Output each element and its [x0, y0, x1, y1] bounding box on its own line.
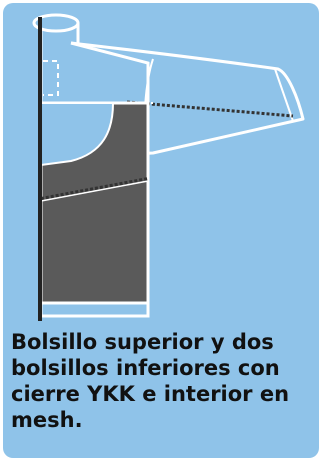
sleeve-outline [70, 41, 305, 157]
sleeve-zipper-icon [126, 100, 294, 118]
jacket-pockets-diagram-icon [32, 13, 305, 321]
hem-band [39, 301, 150, 318]
caption-line-3: cierre YKK e interior en [11, 382, 290, 406]
upper-pocket-outline [43, 60, 59, 96]
pocket-zipper-icon [40, 177, 149, 201]
caption-line-4: mesh. [11, 408, 83, 432]
lower-pocket-shape [40, 102, 115, 167]
caption-line-2: bolsillos inferiores con [11, 356, 280, 380]
caption-line-1: Bolsillo superior y dos [11, 330, 274, 354]
sleeve-cuff-seam [274, 68, 294, 122]
pocket-zipper-seam [40, 180, 149, 202]
